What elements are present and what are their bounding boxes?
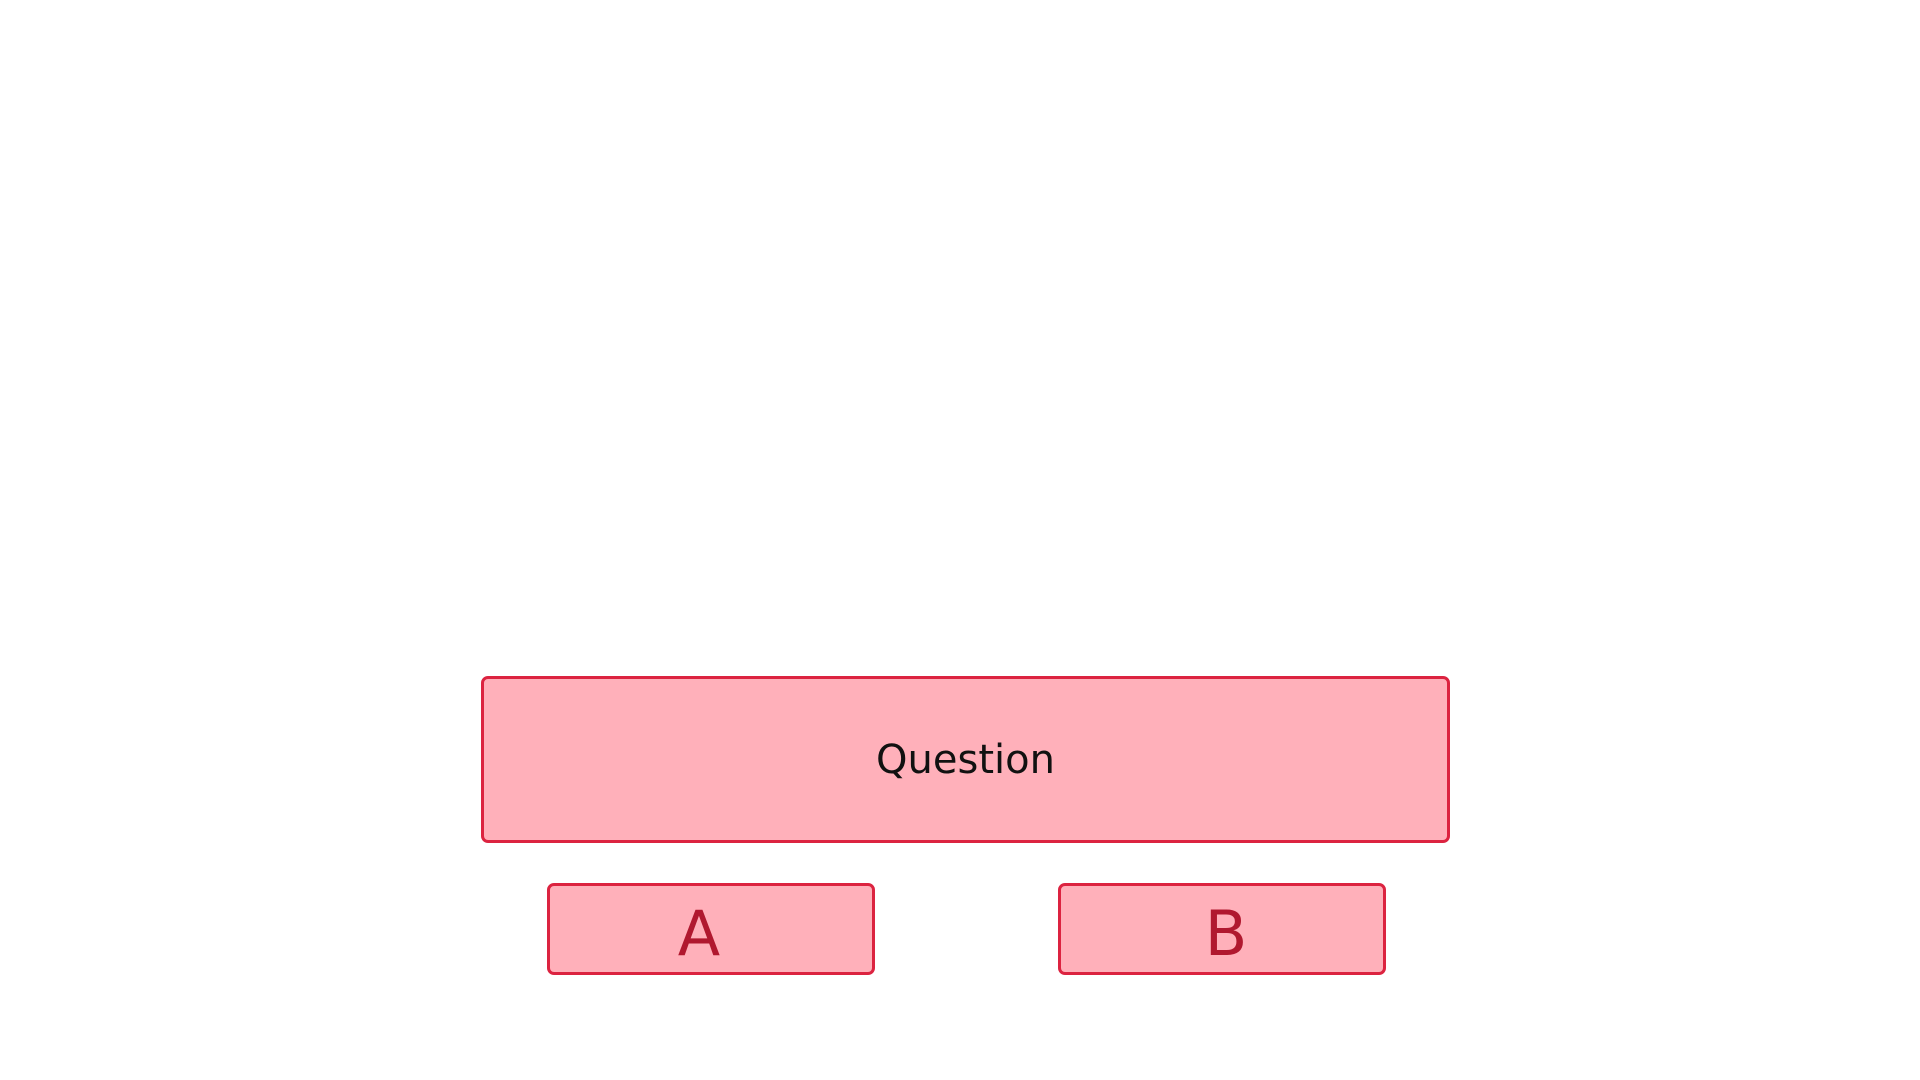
answer-b-button[interactable]: B [1058, 883, 1386, 975]
question-box: Question [481, 676, 1450, 843]
question-text: Question [876, 736, 1055, 783]
answer-a-button[interactable]: A [547, 883, 875, 975]
answer-a-label: A [677, 897, 721, 970]
answer-b-label: B [1204, 897, 1248, 970]
